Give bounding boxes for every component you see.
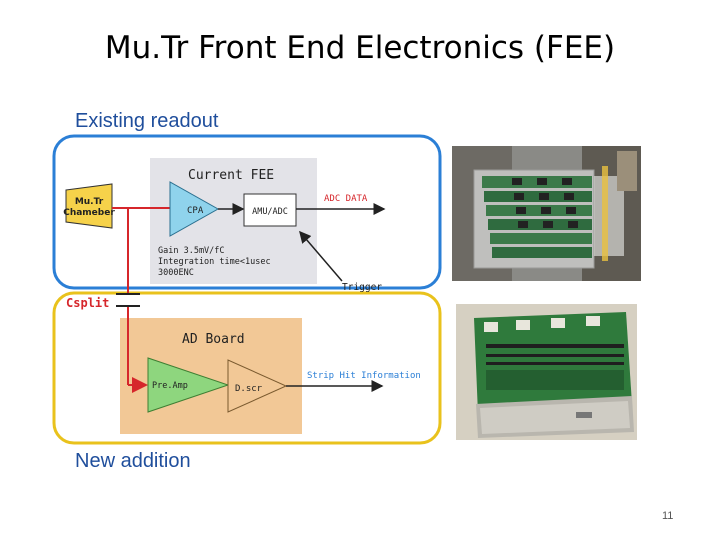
chamber-shape [65, 183, 113, 229]
ad-board-photo [456, 304, 637, 440]
csplit-label: Csplit [66, 296, 109, 310]
cpa-amplifier [169, 181, 220, 237]
preamp-label: Pre.Amp [152, 381, 188, 391]
gain-spec-line-1: Gain 3.5mV/fC [158, 246, 225, 256]
gain-spec-line-3: 3000ENC [158, 268, 194, 278]
discriminator-triangle [227, 359, 288, 413]
strip-hit-label: Strip Hit Information [307, 371, 421, 381]
current-fee-title: Current FEE [188, 168, 274, 183]
gain-spec-line-2: Integration time<1usec [158, 257, 271, 267]
existing-readout-outline [52, 134, 442, 290]
fee-crate-photo [452, 146, 641, 281]
new-addition-label: New addition [75, 450, 191, 472]
page-number: 11 [662, 510, 674, 522]
amu-adc-label: AMU/ADC [252, 207, 288, 217]
existing-readout-label: Existing readout [75, 110, 219, 132]
ad-board-title: AD Board [182, 332, 245, 347]
trigger-label: Trigger [342, 282, 382, 293]
new-addition-outline [52, 291, 442, 445]
discriminator-label: D.scr [235, 384, 263, 394]
trigger-arrow [299, 230, 343, 282]
cpa-label: CPA [187, 206, 204, 216]
preamp-triangle [147, 357, 230, 413]
chamber-label-1: Mu.Tr [75, 197, 104, 207]
slide-title: Mu.Tr Front End Electronics (FEE) [104, 30, 616, 66]
amu-adc-box [243, 193, 297, 227]
adc-data-label: ADC DATA [324, 194, 368, 204]
chamber-label-2: Chameber [63, 208, 115, 218]
